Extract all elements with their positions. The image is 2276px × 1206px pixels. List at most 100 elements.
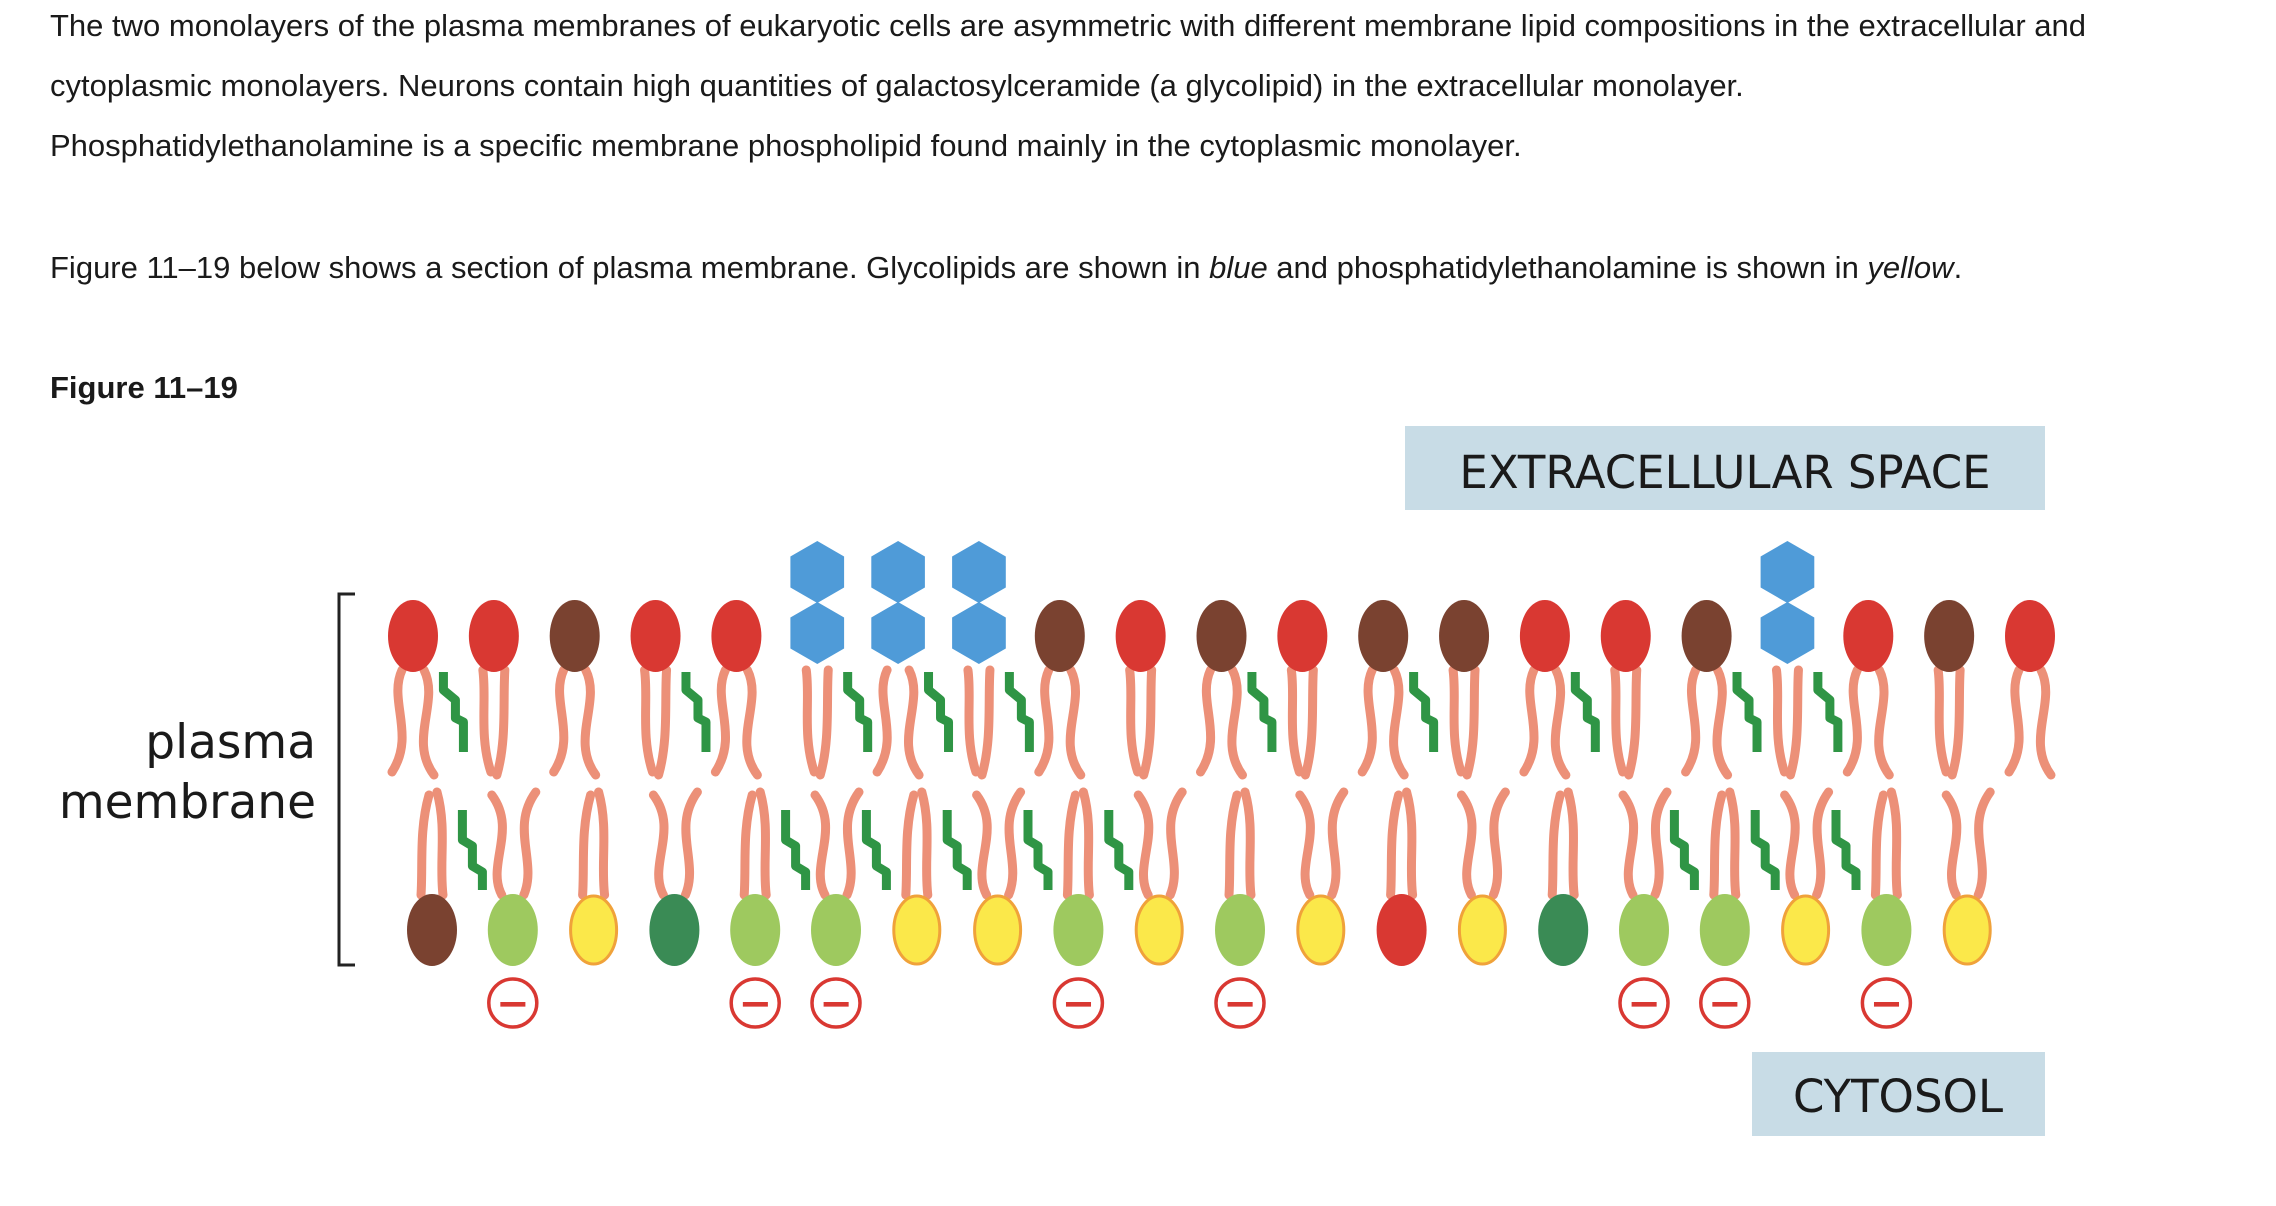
- outer-lipid-head: [1600, 600, 1651, 672]
- outer-lipid-head: [1358, 600, 1409, 672]
- cholesterol: [924, 672, 954, 752]
- inner-lipid-tail: [917, 787, 933, 900]
- inner-lipid-head: [1296, 894, 1346, 966]
- extracellular-label-box: [1405, 426, 2045, 510]
- intro-line-1: The two monolayers of the plasma membran…: [50, 8, 2086, 43]
- inner-lipid-tail: [416, 790, 434, 900]
- figure-intro-text: Figure 11–19 below shows a section of pl…: [50, 250, 1210, 285]
- outer-lipid-tail: [1550, 665, 1571, 780]
- negative-charges: −−−−−−−−: [487, 977, 1913, 1029]
- outer-lipid-head: [1034, 600, 1085, 672]
- outer-lipid-tail: [801, 665, 819, 777]
- negative-charge-symbol: −: [1627, 981, 1661, 1027]
- outer-lipid-head: [1843, 600, 1894, 672]
- inner-lipid-tail: [648, 790, 669, 900]
- inner-lipid-tail: [1240, 787, 1256, 900]
- negative-charge-ring: [1699, 977, 1751, 1029]
- cholesterol: [681, 672, 711, 752]
- outer-lipid-head: [468, 600, 519, 672]
- inner-lipid-head: [487, 894, 538, 966]
- inner-lipid-tail: [1886, 787, 1902, 900]
- inner-lipid-tail: [1870, 790, 1888, 900]
- inner-lipid-tail: [1941, 790, 1962, 900]
- inner-lipid-tail: [1078, 787, 1094, 900]
- cholesterol: [1669, 810, 1699, 890]
- outer-lipid-tail: [418, 665, 439, 780]
- outer-lipid-tail: [1139, 665, 1157, 780]
- inner-lipid-tail: [1295, 790, 1315, 900]
- inner-lipid-head: [1376, 894, 1427, 966]
- outer-lipid-tail: [1947, 665, 1965, 780]
- negative-charge-symbol: −: [819, 981, 853, 1027]
- sugar-hexagon: [871, 541, 925, 603]
- outer-lipid-head: [2005, 600, 2055, 672]
- negative-charge-symbol: −: [496, 981, 530, 1027]
- inner-lipid-tail: [578, 790, 596, 900]
- outer-lipid-tail: [1286, 665, 1304, 777]
- inner-lipid-head: [811, 894, 861, 966]
- outer-lipid-tail: [1712, 665, 1733, 780]
- outer-lipid-tail: [1300, 665, 1318, 780]
- cholesterol: [438, 672, 468, 752]
- outer-lipid-tail: [580, 665, 601, 780]
- outer-lipid-tail: [492, 665, 510, 780]
- outer-lipid-head: [711, 600, 762, 672]
- inner-lipid-tail: [739, 790, 757, 900]
- outer-lipid-head: [1439, 600, 1490, 672]
- outer-lipid-head: [630, 600, 681, 672]
- lipid-heads: [388, 541, 2055, 966]
- inner-lipid-head: [730, 894, 781, 966]
- inner-lipid-tail: [519, 787, 541, 900]
- negative-charge-ring: [487, 977, 539, 1029]
- outer-lipid-head: [1519, 600, 1570, 672]
- cytosol-label-box: [1752, 1052, 2045, 1136]
- outer-lipid-tail: [1519, 665, 1539, 777]
- yellow-word: yellow: [1867, 250, 1954, 285]
- outer-lipid-head: [1277, 600, 1328, 672]
- outer-lipid-tail: [478, 665, 496, 777]
- cholesterol: [1813, 672, 1843, 752]
- cholesterol-molecules: [438, 672, 1861, 890]
- inner-lipid-head: [569, 894, 619, 966]
- outer-lipid-head: [1681, 600, 1732, 672]
- cholesterol: [1023, 810, 1053, 890]
- outer-lipid-tail: [1034, 665, 1054, 777]
- inner-lipid-tail: [1547, 790, 1565, 900]
- outer-lipid-tail: [963, 665, 981, 777]
- cytosol-label: CYTOSOL: [1793, 1070, 2003, 1123]
- inner-lipid-head: [649, 894, 700, 966]
- sugar-hexagon: [790, 541, 845, 603]
- sugar-hexagon: [952, 541, 1006, 603]
- inner-lipid-tail: [594, 787, 610, 900]
- outer-lipid-tail: [1624, 665, 1642, 780]
- outer-lipid-head: [1924, 600, 1975, 672]
- outer-lipid-tail: [1065, 665, 1086, 780]
- figure-intro-paragraph: Figure 11–19 below shows a section of pl…: [50, 238, 2270, 298]
- inner-lipid-head: [1215, 894, 1265, 966]
- inner-lipid-tail: [1062, 790, 1080, 900]
- cholesterol: [1247, 672, 1277, 752]
- outer-lipid-tail: [1842, 665, 1862, 777]
- inner-lipid-head: [973, 894, 1023, 966]
- inner-lipid-tail: [1563, 787, 1579, 900]
- inner-lipid-head: [1134, 894, 1184, 966]
- inner-lipid-head: [1619, 894, 1669, 966]
- cholesterol: [781, 810, 811, 890]
- sugar-hexagon: [1760, 541, 1815, 603]
- inner-lipid-tail: [1650, 787, 1672, 900]
- inner-lipid-tail: [1973, 787, 1995, 900]
- cholesterol: [861, 810, 891, 890]
- outer-lipid-tail: [815, 665, 833, 780]
- inner-lipid-tail: [1133, 790, 1154, 900]
- outer-lipid-tail: [1681, 665, 1701, 777]
- inner-lipid-head: [407, 894, 457, 966]
- cholesterol: [1570, 672, 1600, 752]
- cholesterol: [1004, 672, 1034, 752]
- membrane-bracket: [337, 592, 355, 967]
- inner-lipid-head: [1053, 894, 1104, 966]
- outer-lipid-tail: [387, 665, 407, 777]
- negative-charge-ring: [729, 977, 781, 1029]
- blue-word: blue: [1209, 250, 1268, 285]
- outer-lipid-tail: [1227, 665, 1247, 780]
- outer-lipid-head: [1196, 600, 1247, 672]
